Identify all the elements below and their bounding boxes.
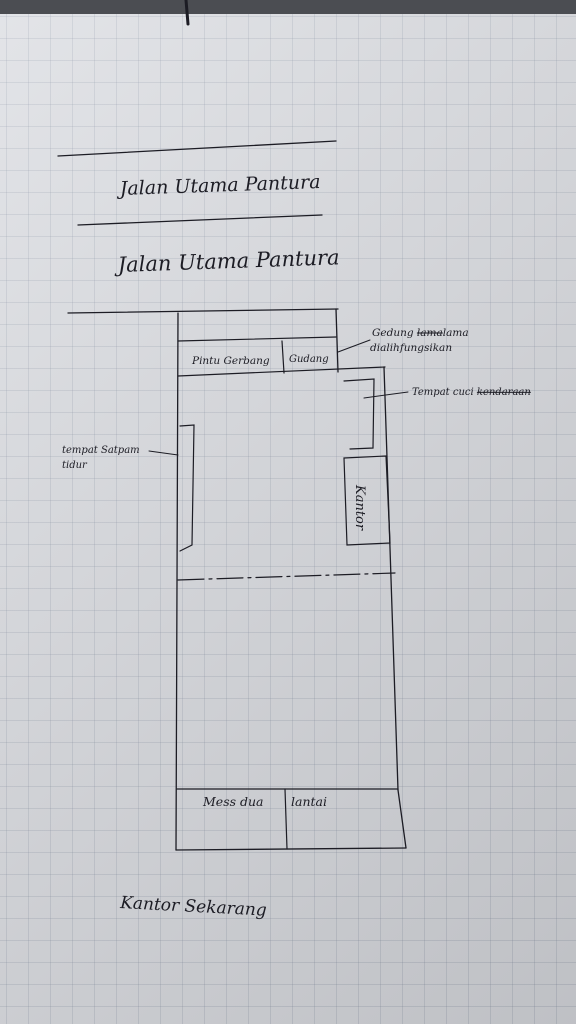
kantor-room — [343, 455, 391, 546]
room-label-pintu-gerbang: Pintu Gerbang — [191, 355, 270, 367]
room-label-gudang: Gudang — [289, 354, 329, 365]
satpam-note-line1: tempat Satpam — [62, 445, 140, 456]
road-label-top: Jalan Utama Pantura — [115, 171, 320, 200]
sketch-caption: Kantor Sekarang — [119, 893, 268, 921]
gedung-pointer-line — [337, 339, 371, 353]
right-wall-bottom — [397, 789, 407, 849]
road-top-line — [57, 140, 337, 157]
room-label-kantor: Kantor — [352, 484, 367, 531]
room-label-mess-right: lantai — [291, 794, 327, 809]
road-middle-line — [77, 214, 323, 226]
left-wall — [175, 312, 179, 851]
road-label-bottom: Jalan Utama Pantura — [113, 245, 340, 277]
front-right-wall — [335, 308, 339, 373]
gedung-note-line2: dialihfungsikan — [370, 342, 452, 354]
satpam-note-line2: tidur — [62, 460, 88, 471]
yard-divider-dashed — [177, 572, 396, 581]
front-boundary-line — [67, 308, 339, 314]
satpam-room — [179, 424, 195, 552]
back-wall — [175, 847, 407, 851]
car-wash-note: Tempat cuci kendaraan — [412, 387, 531, 398]
car-wash-pointer-line — [363, 391, 409, 399]
pen-clip — [184, 0, 190, 26]
front-building-row — [177, 336, 386, 377]
car-wash-bay — [343, 378, 375, 450]
mess-divider — [284, 788, 288, 850]
photo-top-edge — [0, 0, 576, 14]
satpam-pointer-line — [148, 450, 179, 456]
right-wall — [383, 366, 399, 791]
gedung-note-line1: Gedung lamalama — [372, 327, 469, 339]
grid-paper — [0, 12, 576, 1024]
room-label-mess-left: Mess dua — [202, 794, 264, 809]
